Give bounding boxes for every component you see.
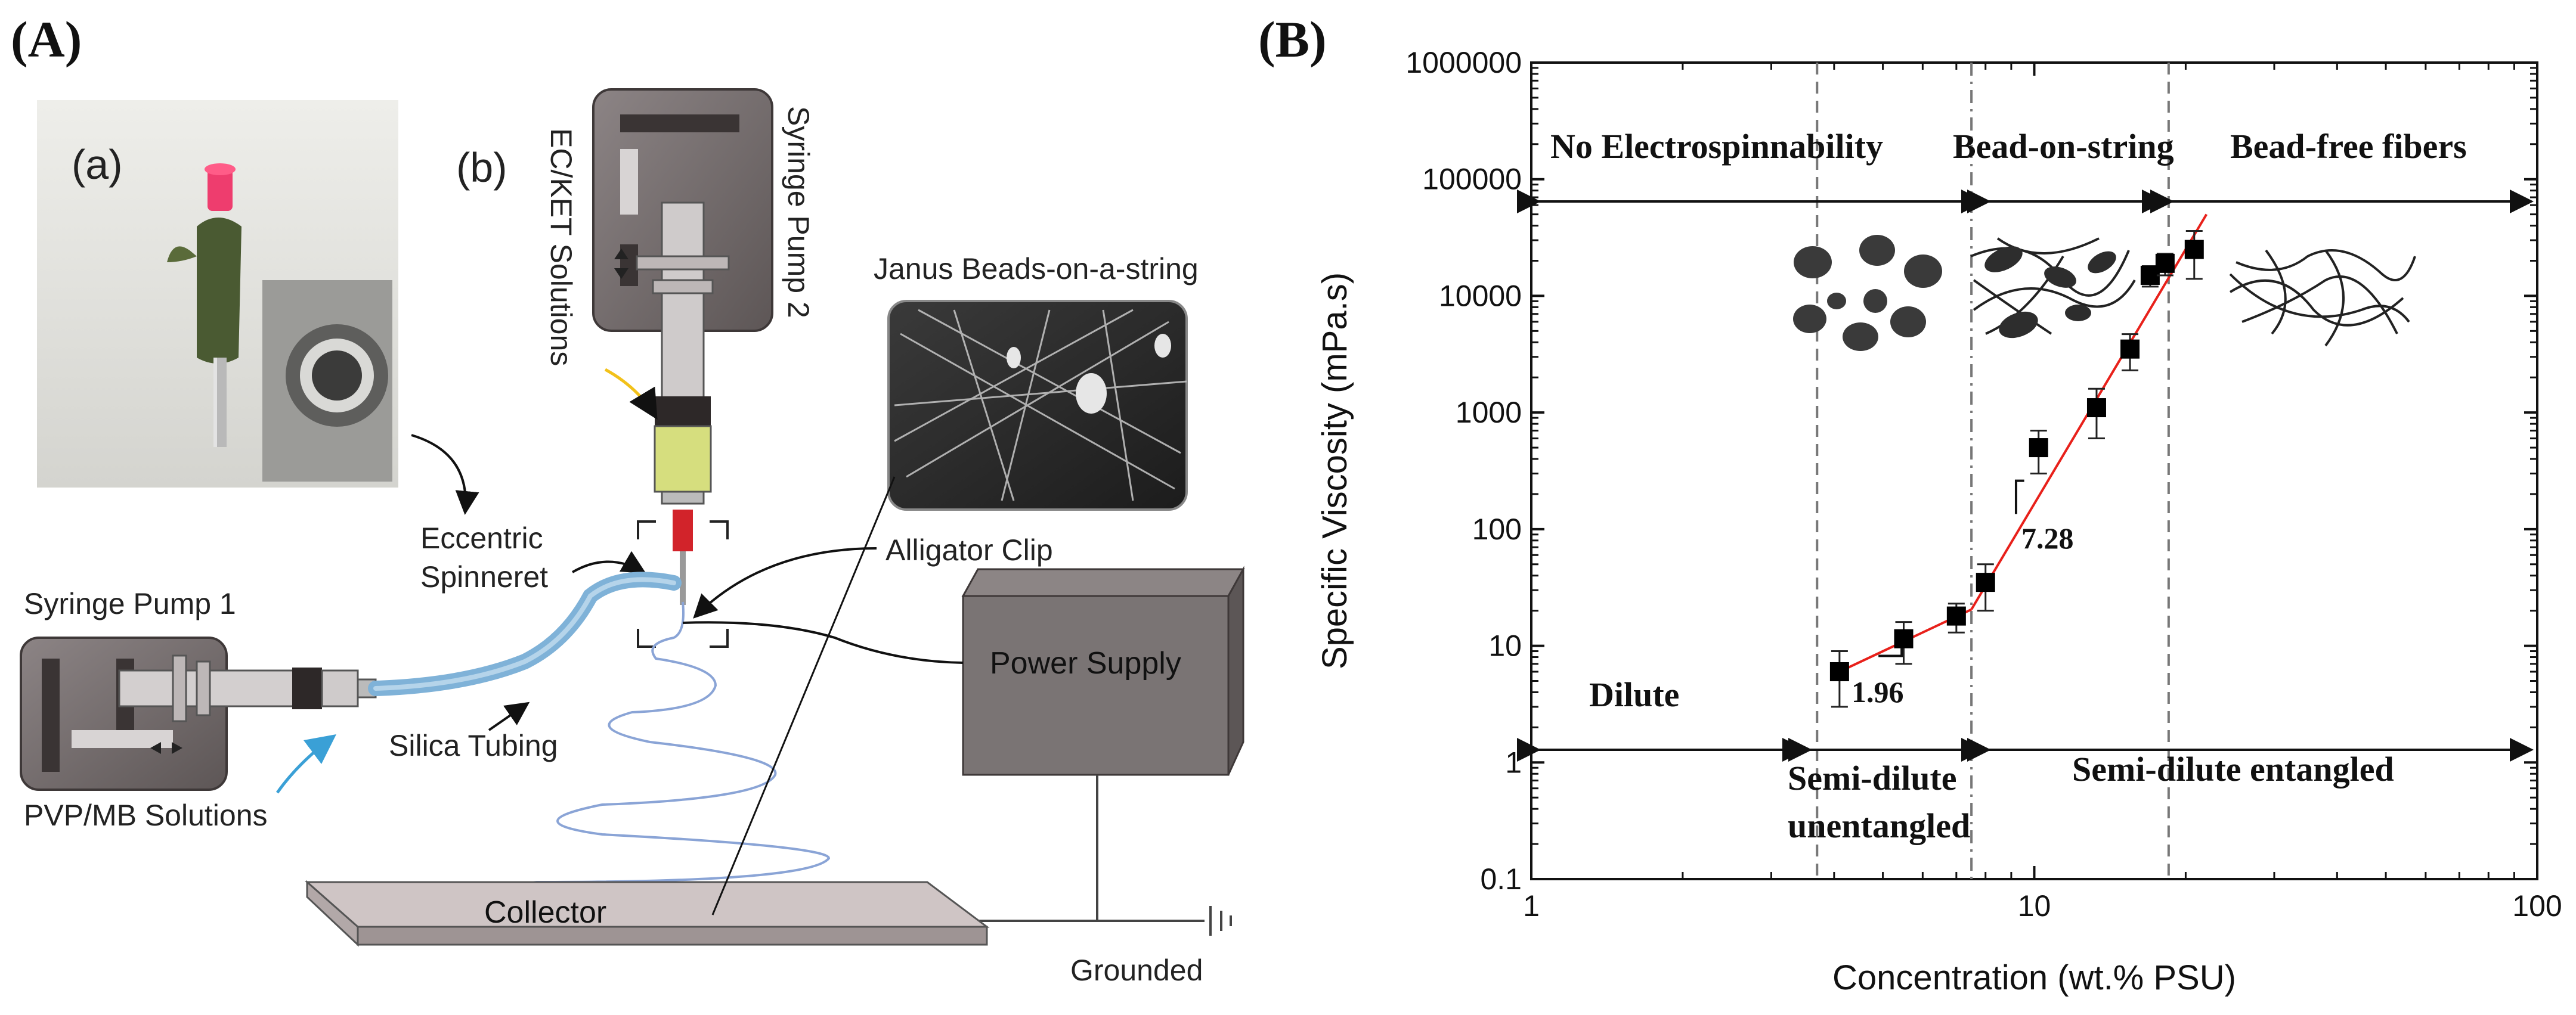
collector: Collector (305, 880, 990, 947)
y-tick-label: 10000 (1439, 279, 1522, 312)
data-point (1946, 606, 1966, 626)
region-arrows (1517, 190, 2534, 762)
panel-b-label: (B) (1258, 11, 1327, 68)
regime-dilute: Dilute (1589, 675, 1679, 714)
panel-a-label: (A) (11, 11, 82, 68)
x-tick-label: 100 (2512, 889, 2562, 923)
solution-2-label: EC/KET Solutions (544, 128, 578, 366)
regime-semi-dilute-unentangled-2: unentangled (1788, 806, 1970, 845)
janus-sem-image: Janus Beads-on-a-string (874, 252, 1199, 511)
syringe-pump-2: Syringe Pump 2 EC/KET Solutions (b) (456, 88, 815, 605)
data-point (1894, 629, 1914, 648)
y-tick-label: 10 (1488, 629, 1522, 663)
regime-semi-dilute-entangled: Semi-dilute entangled (2072, 750, 2394, 789)
data-point (2086, 398, 2106, 418)
y-tick-label: 1 (1505, 746, 1522, 779)
sketch-bead-on-string (1970, 237, 2136, 339)
pump-1-label: Syringe Pump 1 (24, 587, 236, 620)
region-bead-free-fibers: Bead-free fibers (2230, 127, 2467, 166)
ground-symbol (1209, 906, 1232, 936)
sub-label-b: (b) (456, 144, 507, 191)
slope-label-2: 7.28 (2021, 522, 2074, 555)
syringe-pump-1: Syringe Pump 1 (20, 587, 377, 791)
x-axis-label: Concentration (wt.% PSU) (1832, 958, 2236, 997)
collector-label: Collector (484, 895, 606, 930)
panel-a: (A) (a) (11, 11, 1245, 987)
sem-pointer-line (711, 476, 896, 915)
y-tick-label: 1000 (1456, 396, 1522, 429)
y-tick-label: 100 (1472, 513, 1522, 546)
data-point (2184, 240, 2204, 259)
region-bead-on-string: Bead-on-string (1953, 127, 2174, 166)
data-point (2029, 438, 2048, 458)
silica-tubing (368, 572, 682, 696)
tubing-label: Silica Tubing (389, 729, 558, 762)
pump-2-label: Syringe Pump 2 (782, 106, 815, 318)
x-tick-label: 1 (1523, 889, 1540, 923)
spinneret-label-line-1: Eccentric (420, 522, 543, 555)
region-no-electrospinnability: No Electrospinnability (1550, 127, 1883, 166)
y-tick-label: 100000 (1422, 163, 1522, 196)
sketch-fibers (2229, 249, 2416, 347)
power-supply-label: Power Supply (990, 646, 1181, 681)
slope-triangle-1 (1878, 644, 1903, 657)
y-tick-label: 0.1 (1480, 862, 1522, 896)
janus-label: Janus Beads-on-a-string (874, 252, 1199, 285)
photo-a: (a) (37, 100, 398, 488)
sub-label-a: (a) (72, 141, 123, 188)
x-tick-label: 10 (2018, 889, 2051, 923)
power-supply: Power Supply (961, 566, 1245, 776)
data-point (2155, 253, 2175, 273)
sketch-beads (1793, 235, 1942, 351)
alligator-label: Alligator Clip (886, 533, 1053, 567)
spinneret-label-line-2: Spinneret (420, 560, 548, 594)
regime-semi-dilute-unentangled-1: Semi-dilute (1788, 759, 1957, 797)
data-point (1829, 662, 1849, 681)
ground-label: Grounded (1070, 954, 1203, 987)
y-tick-label: 1000000 (1405, 46, 1522, 79)
clip-wire (682, 621, 964, 664)
data-points (1829, 230, 2204, 708)
slope-label-1: 1.96 (1852, 675, 1904, 709)
spinneret-focus-box (637, 520, 729, 648)
solution-1-label: PVP/MB Solutions (24, 799, 268, 832)
slope-triangle-2 (2014, 479, 2024, 514)
fiber-jet (488, 601, 831, 895)
data-point (2120, 339, 2140, 359)
y-axis-label: Specific Viscosity (mPa.s) (1315, 272, 1354, 669)
data-point (1976, 573, 1995, 592)
